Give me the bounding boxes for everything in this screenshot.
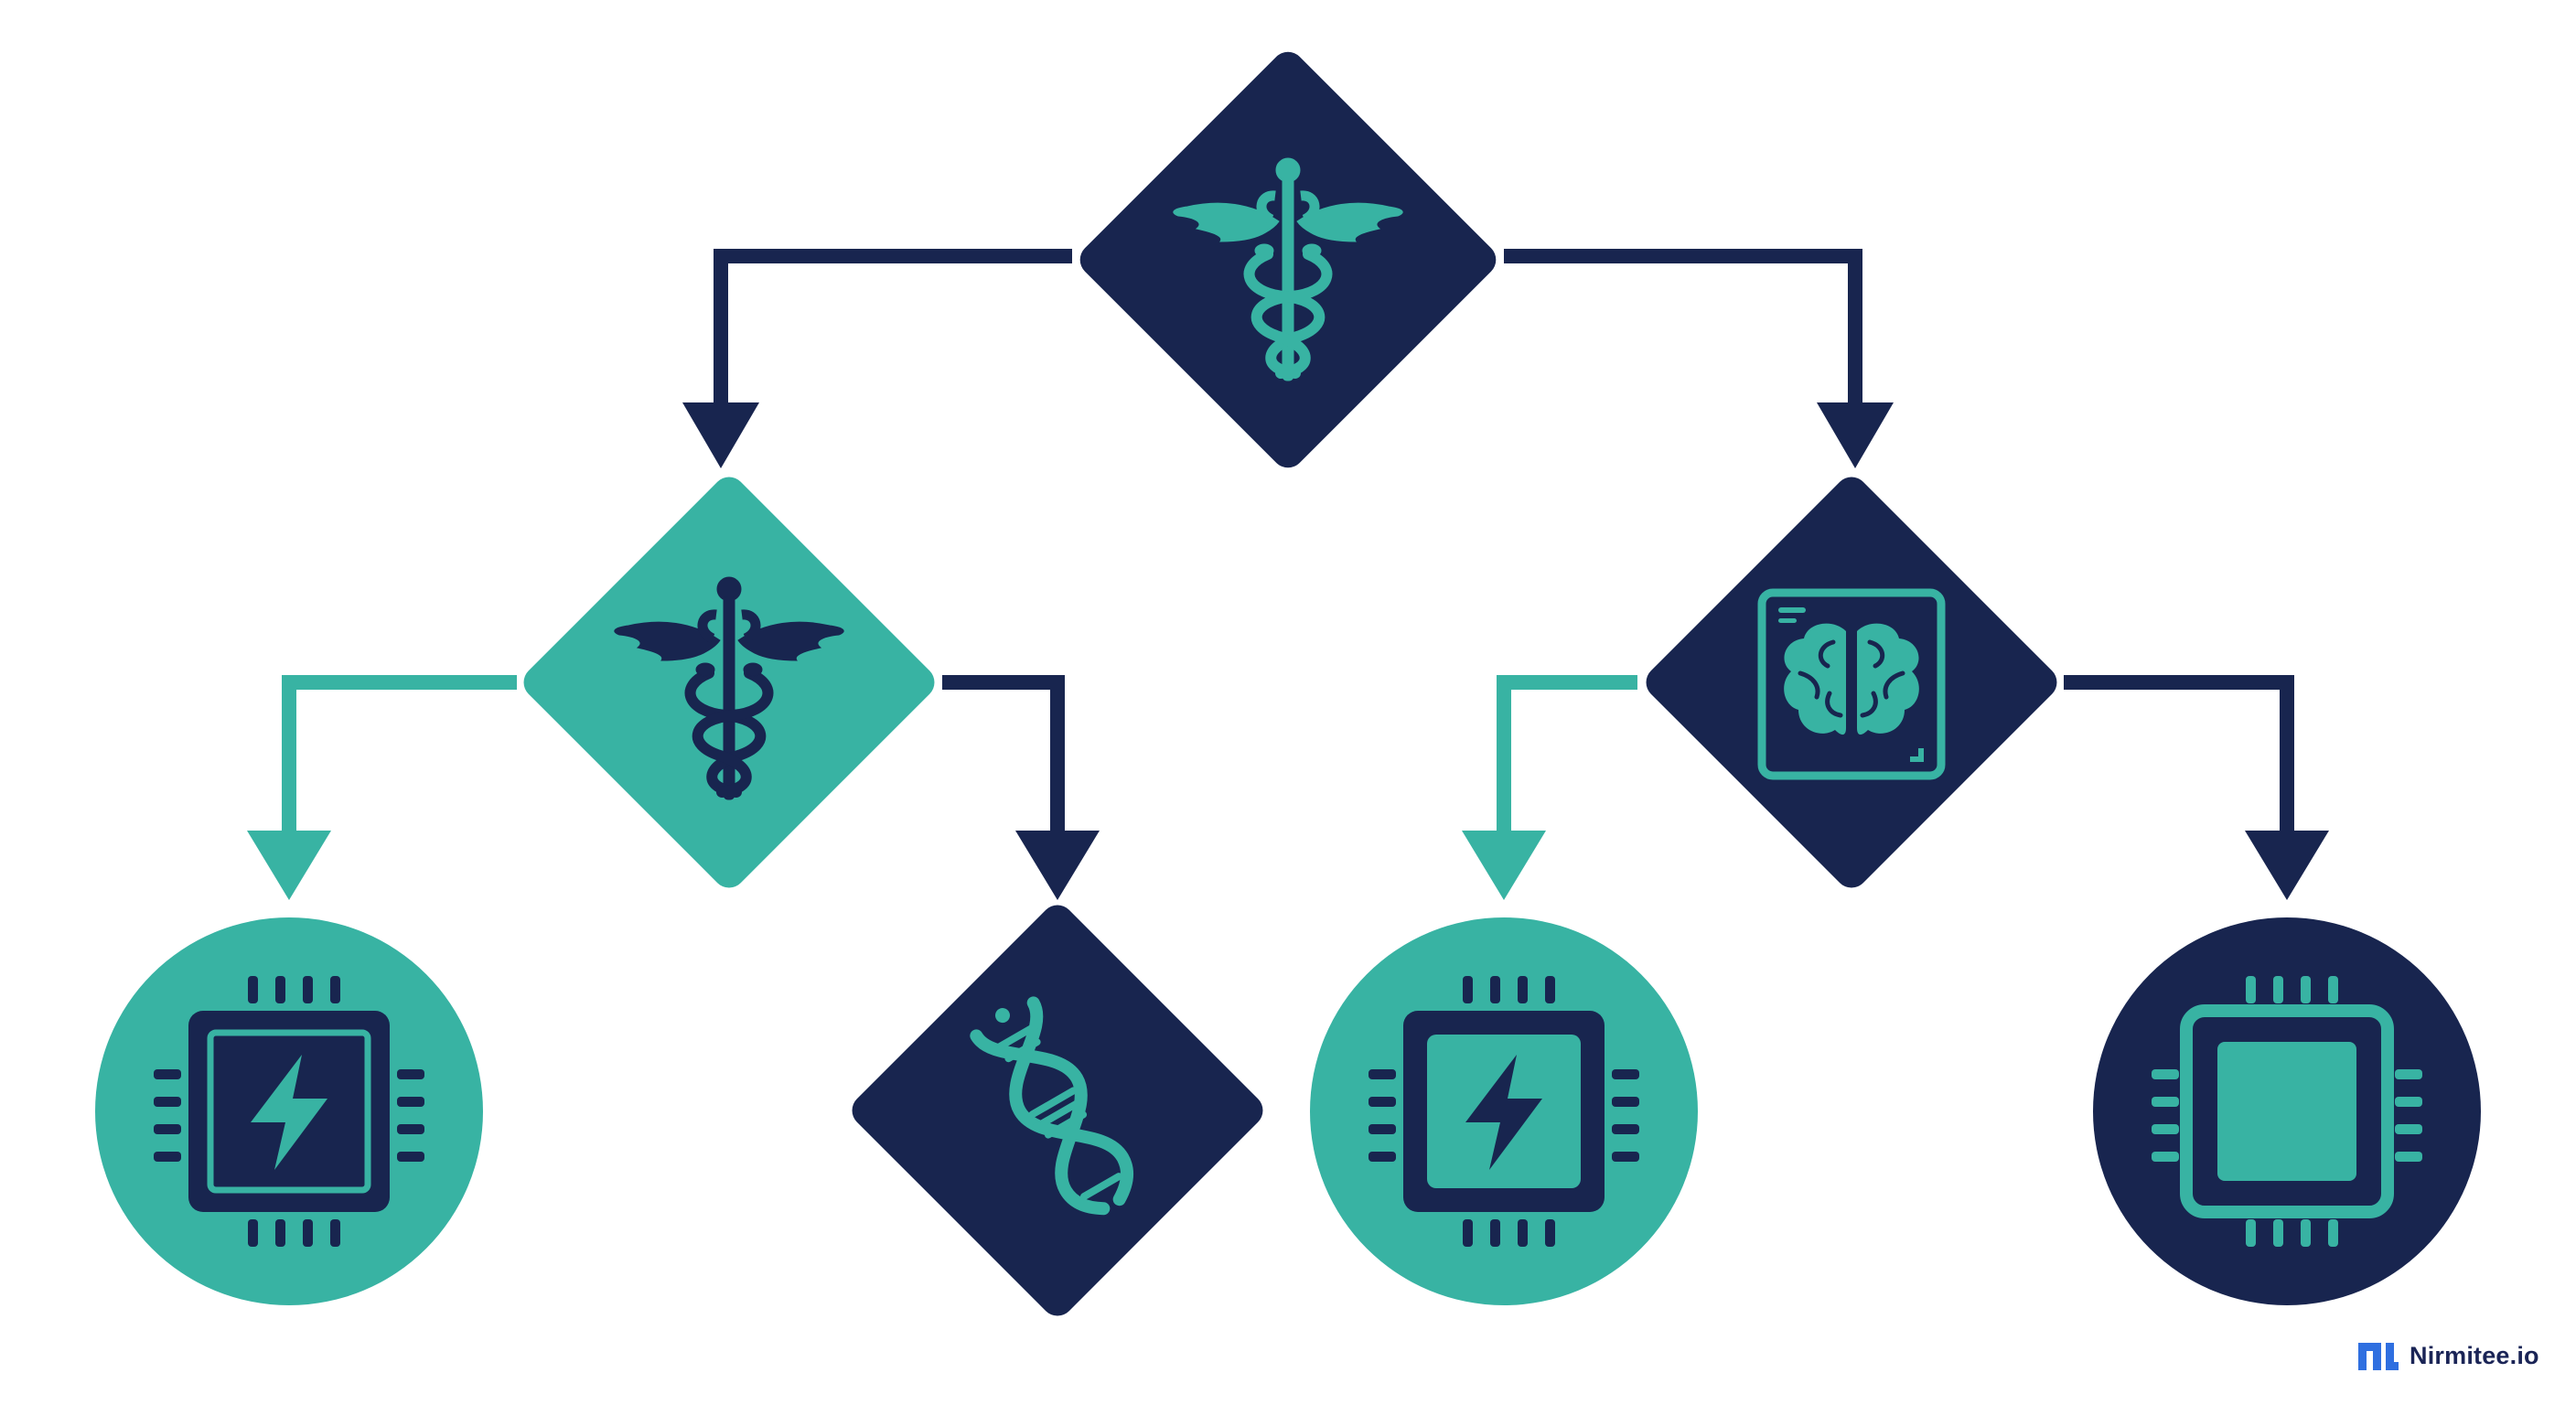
dna-diamond-node [852, 905, 1263, 1316]
connectors [247, 249, 2329, 900]
edge-root-right [1504, 249, 1862, 412]
arrowhead-right-leaf2 [1462, 831, 1546, 900]
arrowhead-right-leaf3 [2245, 831, 2329, 900]
right-decision-diamond-node [1646, 477, 2057, 888]
edge-left-leaf1 [282, 675, 517, 842]
edge-right-leaf3 [2064, 675, 2294, 842]
arrowhead-root-right [1817, 402, 1894, 468]
brain-scan-icon [1757, 588, 1946, 780]
nirmitee-logo-icon [2358, 1343, 2399, 1370]
leaf-1-circle-node [95, 917, 483, 1305]
edge-left-dna [942, 675, 1065, 842]
leaf-2-circle-node [1310, 917, 1698, 1305]
leaf-3-circle-node [2093, 917, 2481, 1305]
processor-icon [2152, 976, 2422, 1247]
brand-watermark: Nirmitee.io [2358, 1335, 2539, 1376]
edge-right-leaf2 [1497, 675, 1637, 842]
processor-lightning-icon [154, 976, 424, 1247]
brand-name: Nirmitee.io [2410, 1341, 2539, 1369]
edge-root-left [714, 249, 1072, 412]
arrowhead-root-left [682, 402, 759, 468]
dna-icon [970, 996, 1133, 1216]
left-decision-diamond-node [523, 477, 935, 888]
arrowhead-left-leaf1 [247, 831, 331, 900]
processor-lightning-icon [1368, 976, 1639, 1247]
arrowhead-left-dna [1015, 831, 1100, 900]
root-diamond-node [1079, 51, 1497, 468]
